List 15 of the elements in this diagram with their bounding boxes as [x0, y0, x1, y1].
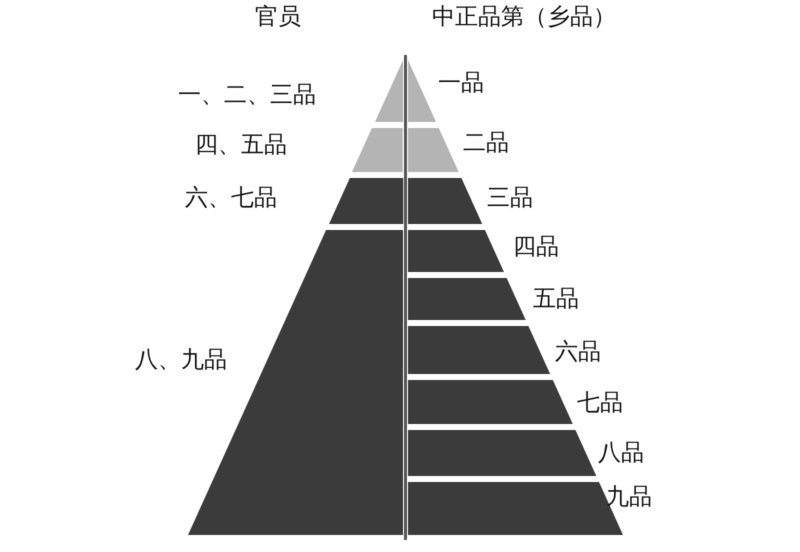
band-label: 三品 [487, 184, 533, 212]
band-label: 四品 [513, 233, 559, 261]
band-label: 六、七品 [185, 184, 277, 212]
band-label: 九品 [606, 483, 652, 511]
column-heading: 官员 [255, 3, 301, 31]
band-label: 四、五品 [195, 131, 287, 159]
band-label: 八品 [598, 439, 644, 467]
band-label: 七品 [577, 389, 623, 417]
column-heading: 中正品第（乡品） [432, 3, 616, 31]
band-label: 六品 [555, 338, 601, 366]
band-label: 一品 [438, 69, 484, 97]
band-label: 八、九品 [135, 346, 227, 374]
band-label: 一、二、三品 [178, 81, 316, 109]
band-label: 二品 [463, 129, 509, 157]
band-label: 五品 [533, 285, 579, 313]
